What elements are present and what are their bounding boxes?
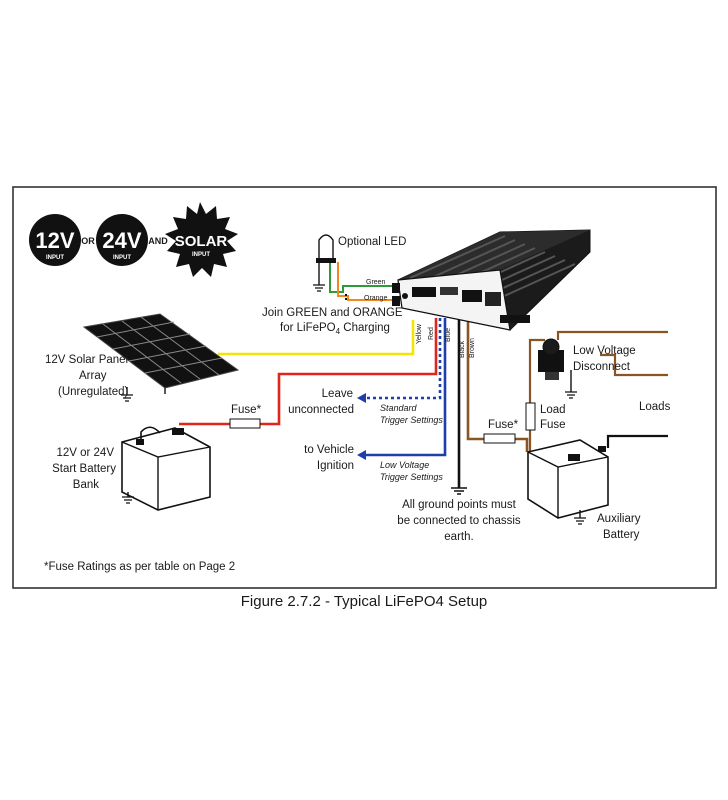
solar-panel-icon [82, 313, 240, 402]
vehicle-ignition-line1: to Vehicle [304, 444, 354, 456]
svg-text:INPUT: INPUT [192, 252, 210, 258]
ground-note-line2: be connected to chassis [397, 515, 521, 527]
low-voltage-trigger-line1: Low Voltage [380, 460, 429, 470]
solar-panel-label-line1: 12V Solar Panel [45, 354, 128, 366]
svg-text:24V: 24V [102, 228, 141, 253]
brown-load-wire [528, 338, 545, 453]
standard-trigger-line1: Standard [380, 403, 418, 413]
blue-dotted-wire [362, 318, 442, 400]
join-label-line2: for LiFePO4 Charging [280, 322, 390, 336]
aux-battery-icon [527, 439, 609, 525]
leave-unconnected-line1: Leave [322, 388, 353, 400]
brown-wire [466, 316, 529, 452]
ground-note-line3: earth. [444, 531, 473, 543]
loads-label: Loads [639, 401, 671, 413]
badge-and-label: AND [148, 236, 168, 246]
aux-battery-line2: Battery [603, 529, 640, 541]
svg-text:12V: 12V [35, 228, 74, 253]
leave-unconnected-line2: unconnected [288, 404, 354, 416]
blue-wire-label: Blue [445, 328, 452, 342]
lvd-label-line1: Low Voltage [573, 345, 636, 357]
ground-note-line1: All ground points must [402, 499, 517, 511]
green-wire-label: Green [366, 279, 386, 286]
red-wire [179, 318, 438, 426]
solar-panel-label-line3: (Unregulated) [58, 386, 128, 398]
red-wire-label: Red [428, 327, 435, 340]
aux-battery-line1: Auxiliary [597, 513, 641, 525]
badge-solar-input: SOLAR INPUT [165, 202, 238, 277]
vehicle-ignition-line2: Ignition [317, 460, 354, 472]
orange-wire-label: Orange [364, 295, 387, 302]
optional-led-icon [316, 234, 336, 263]
black-wire-label: Black [459, 340, 466, 358]
load-fuse-label-line2: Fuse [540, 419, 566, 431]
yellow-wire-label: Yellow [416, 323, 423, 344]
start-battery-icon [121, 426, 211, 511]
load-fuse-label-line1: Load [540, 404, 566, 416]
low-voltage-disconnect-icon [538, 338, 577, 399]
badge-24v-input: 24V INPUT [96, 214, 148, 266]
solar-panel-label-line2: Array [79, 370, 107, 382]
blue-solid-wire [362, 318, 447, 457]
fuse-left-label: Fuse* [231, 404, 262, 416]
optional-led-label: Optional LED [338, 236, 406, 248]
svg-text:INPUT: INPUT [46, 255, 64, 261]
yellow-wire [218, 320, 415, 356]
fuse-right-label: Fuse* [488, 419, 519, 431]
join-label-line1: Join GREEN and ORANGE [262, 307, 403, 319]
svg-text:INPUT: INPUT [113, 255, 131, 261]
standard-trigger-line2: Trigger Settings [380, 415, 443, 425]
svg-text:SOLAR: SOLAR [175, 233, 228, 250]
load-fuse-icon [525, 402, 536, 431]
figure-caption: Figure 2.7.2 - Typical LiFePO4 Setup [240, 593, 488, 610]
fuse-left-icon [229, 418, 261, 429]
charger-unit-icon [392, 229, 591, 331]
brown-wire-label: Brown [469, 338, 476, 358]
start-battery-line3: Bank [73, 479, 99, 491]
badge-12v-input: 12V INPUT [29, 214, 81, 266]
wires [179, 262, 668, 495]
fuse-right-icon [483, 433, 516, 444]
start-battery-line1: 12V or 24V [56, 447, 114, 459]
low-voltage-trigger-line2: Trigger Settings [380, 472, 443, 482]
badge-or-label: OR [81, 236, 95, 246]
start-battery-line2: Start Battery [52, 463, 116, 475]
lvd-label-line2: Disconnect [573, 361, 631, 373]
fuse-footnote: *Fuse Ratings as per table on Page 2 [44, 561, 235, 573]
